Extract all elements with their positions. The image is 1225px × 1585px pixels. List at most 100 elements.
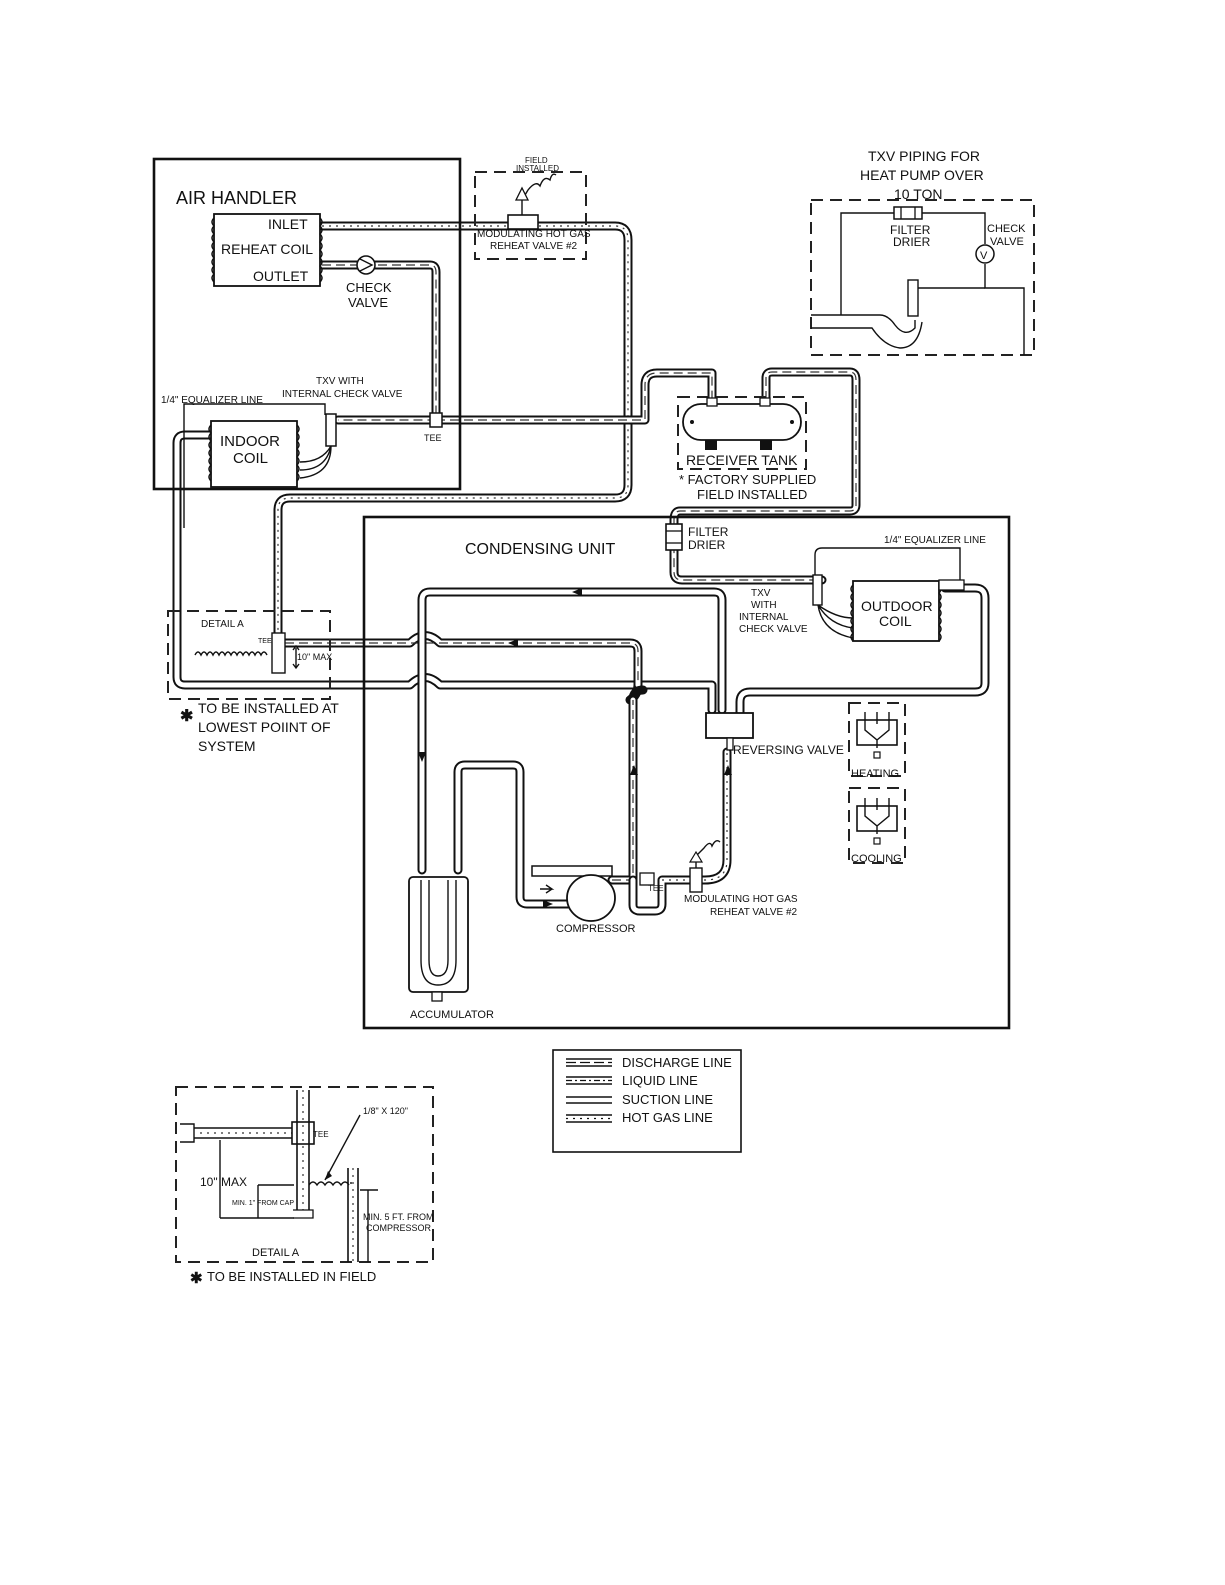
txv-right-label-4: CHECK VALVE: [739, 624, 808, 635]
receiver-tank-icon: [682, 397, 802, 450]
inset-txv-icon: [907, 279, 919, 317]
legend-suction-swatch: [566, 1096, 612, 1104]
detail-min5-label-1: MIN. 5 FT. FROM: [363, 1212, 434, 1222]
filter-drier-label-2: DRIER: [688, 538, 726, 552]
equalizer-left-label: 1/4" EQUALIZER LINE: [161, 395, 263, 406]
suction-line-compressor: [453, 760, 573, 909]
detail-tee-upper-label: TEE: [258, 638, 272, 645]
mod-valve-top-label-1: MODULATING HOT GAS: [477, 229, 591, 240]
tee-lower-icon: [639, 872, 655, 886]
mod-valve-top-label-2: REHEAT VALVE #2: [490, 241, 578, 252]
txv-internal-label-2: INTERNAL CHECK VALVE: [282, 389, 403, 400]
air-handler-label: AIR HANDLER: [176, 188, 297, 208]
reheat-coil-label: REHEAT COIL: [221, 241, 313, 257]
txv-internal-label-1: TXV WITH: [316, 376, 364, 387]
detail-ten-max-label: 10" MAX: [200, 1175, 247, 1189]
install-lowest-label-3: SYSTEM: [198, 738, 256, 754]
txv-piping-label-1: TXV PIPING FOR: [868, 148, 980, 164]
suction-line-accumulator: [417, 587, 727, 875]
ten-max-label: 10" MAX: [297, 652, 332, 662]
receiver-tank-label: RECEIVER TANK: [686, 452, 798, 468]
mod-valve-top-field-box: [474, 171, 587, 260]
legend-discharge-swatch: [566, 1058, 612, 1067]
detail-tee-label: TEE: [313, 1130, 329, 1139]
mod-valve-top-icon: [507, 173, 557, 230]
inset-v-label: V: [980, 250, 988, 262]
detail-a-bottom-label: DETAIL A: [252, 1247, 300, 1259]
reversing-valve-label: REVERSING VALVE: [733, 743, 844, 757]
inset-filter-label-2: DRIER: [893, 235, 931, 249]
condensing-unit-label: CONDENSING UNIT: [465, 541, 615, 558]
inset-filter-drier-icon: [893, 206, 923, 220]
outdoor-coil-label-2: COIL: [879, 613, 912, 629]
txv-right-label-1: TXV: [751, 588, 771, 599]
compressor-label: COMPRESSOR: [556, 923, 636, 935]
detail-a-upper-box: [167, 610, 331, 700]
factory-supplied-label-1: * FACTORY SUPPLIED: [679, 472, 816, 487]
legend-hot-gas-swatch: [566, 1114, 612, 1123]
equalizer-line-right: [814, 547, 961, 580]
install-field-label: TO BE INSTALLED IN FIELD: [207, 1269, 376, 1284]
inset-check-label-2: VALVE: [990, 236, 1024, 248]
inset-check-label-1: CHECK: [987, 223, 1026, 235]
liquid-line-to-receiver: [431, 368, 717, 425]
inlet-label: INLET: [268, 216, 308, 232]
accumulator-icon: [408, 876, 469, 1002]
asterisk-1: ✱: [180, 708, 193, 725]
reheat-coil: [211, 213, 323, 287]
asterisk-2: ✱: [190, 1270, 203, 1287]
detail-cap-label: 1/8" X 120": [363, 1106, 408, 1116]
equalizer-right-label: 1/4" EQUALIZER LINE: [884, 535, 986, 546]
txv-right-label-3: INTERNAL: [739, 612, 789, 623]
txv-indoor-icon: [299, 413, 337, 479]
air-handler-box: [152, 157, 462, 491]
tee-lower-label: TEE: [648, 884, 664, 893]
cooling-label: COOLING: [851, 853, 902, 865]
install-lowest-label-1: TO BE INSTALLED AT: [198, 700, 339, 716]
detail-a-lower-drawing: [180, 1090, 378, 1262]
field-installed-label-2: INSTALLED: [516, 164, 559, 173]
txv-right-label-2: WITH: [751, 600, 777, 611]
factory-supplied-label-2: FIELD INSTALLED: [697, 487, 807, 502]
filter-drier-icon: [665, 523, 683, 551]
discharge-line-compressor: [607, 685, 648, 885]
tee-label: TEE: [424, 433, 442, 443]
cap-tube-upper-icon: [194, 632, 300, 674]
legend-box: [552, 1049, 742, 1153]
legend-suction-label: SUCTION LINE: [622, 1092, 713, 1107]
detail-a-label: DETAIL A: [201, 619, 244, 630]
heating-label: HEATING: [851, 768, 899, 780]
tee-icon: [429, 412, 443, 428]
outdoor-coil-label-1: OUTDOOR: [861, 598, 933, 614]
reversing-valve-icon: [705, 712, 754, 751]
check-valve-label-1: CHECK: [346, 280, 392, 295]
check-valve-icon: [356, 255, 376, 275]
detail-min1-label: MIN. 1" FROM CAP: [232, 1200, 294, 1207]
heating-inset: [848, 702, 906, 777]
mod-valve-bottom-label-2: REHEAT VALVE #2: [710, 907, 798, 918]
cooling-valve-icon: [856, 798, 898, 845]
outdoor-coil: [850, 579, 965, 642]
legend-liquid-swatch: [566, 1076, 612, 1085]
detail-a-lower-box: [175, 1086, 434, 1263]
outlet-label: OUTLET: [253, 268, 309, 284]
check-valve-label-2: VALVE: [348, 295, 388, 310]
filter-drier-label-1: FILTER: [688, 525, 729, 539]
inset-check-valve-icon: [975, 244, 995, 264]
inset-filter-label-1: FILTER: [890, 223, 931, 237]
legend-liquid-label: LIQUID LINE: [622, 1073, 698, 1088]
install-lowest-label-2: LOWEST POIINT OF: [198, 719, 331, 735]
txv-piping-label-2: HEAT PUMP OVER: [860, 167, 984, 183]
indoor-coil-label-2: COIL: [233, 450, 268, 467]
heating-valve-icon: [856, 712, 898, 759]
legend-discharge-label: DISCHARGE LINE: [622, 1055, 732, 1070]
cooling-inset: [848, 787, 906, 864]
txv-outdoor-icon: [812, 574, 854, 639]
legend-hot-gas-label: HOT GAS LINE: [622, 1110, 713, 1125]
mod-valve-bottom-icon: [688, 839, 721, 893]
piping: [172, 221, 990, 916]
equalizer-line-left: [183, 403, 326, 528]
condensing-unit-box: [362, 515, 1011, 1030]
accumulator-label: ACCUMULATOR: [410, 1009, 494, 1021]
